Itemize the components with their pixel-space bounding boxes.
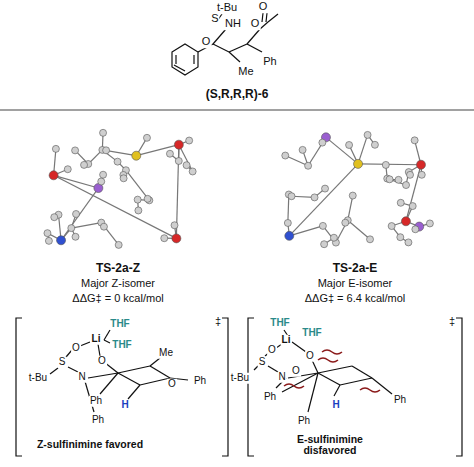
chem-label: O — [97, 356, 107, 367]
chem-label: Z-sulfinimine favored — [34, 439, 146, 450]
chem-label: ‡ — [214, 316, 222, 328]
chem-label: N — [277, 372, 286, 383]
chem-label: NH — [224, 18, 242, 30]
chem-label: Major E-isomer — [317, 278, 394, 290]
chem-label: THF — [269, 318, 290, 329]
chem-label: O — [71, 343, 81, 354]
chem-label: S — [258, 357, 267, 368]
chem-label: THF — [111, 340, 132, 351]
chem-label: O — [201, 36, 212, 48]
chem-label: Major Z-isomer — [80, 278, 156, 290]
chem-label: O — [258, 1, 269, 13]
chem-label: t-Bu — [28, 373, 48, 384]
chem-label: TS-2a-E — [332, 262, 379, 275]
chem-label: Ph — [263, 392, 277, 403]
chem-label: H — [120, 400, 129, 411]
chem-label: Ph — [262, 56, 277, 68]
chem-label: TS-2a-Z — [95, 262, 141, 275]
chem-label: H — [331, 400, 340, 411]
chem-label: N — [77, 372, 86, 383]
chem-label: E-sulfinimine disfavored — [269, 434, 391, 456]
chem-label: Ph — [393, 395, 407, 406]
chem-label: ΔΔG‡ = 6.4 kcal/mol — [304, 293, 407, 305]
chem-label: ‡ — [448, 316, 456, 328]
chem-label: Ph — [297, 416, 311, 427]
chem-label: ΔΔG‡ = 0 kcal/mol — [71, 293, 164, 305]
chem-label: O — [267, 345, 277, 356]
chem-label: S — [210, 13, 219, 25]
chem-label: Me — [158, 348, 174, 359]
chem-label: t-Bu — [216, 2, 238, 14]
chem-label: Ph — [89, 396, 103, 407]
chem-label: O — [250, 18, 261, 30]
chem-label: O — [291, 366, 301, 377]
chem-label: THF — [301, 328, 322, 339]
chem-label: Me — [237, 66, 254, 78]
chem-label: S — [58, 357, 67, 368]
chem-label: Ph — [193, 376, 207, 387]
chem-label: O — [305, 351, 315, 362]
chem-label: Ph — [91, 415, 105, 426]
chem-label: t-Bu — [230, 373, 250, 384]
chem-label: Li — [91, 334, 102, 345]
chem-label: (S,R,R,R)-6 — [205, 88, 270, 101]
chem-label: THF — [109, 319, 130, 330]
chem-label: O — [167, 379, 177, 390]
chem-label: Li — [281, 335, 292, 346]
